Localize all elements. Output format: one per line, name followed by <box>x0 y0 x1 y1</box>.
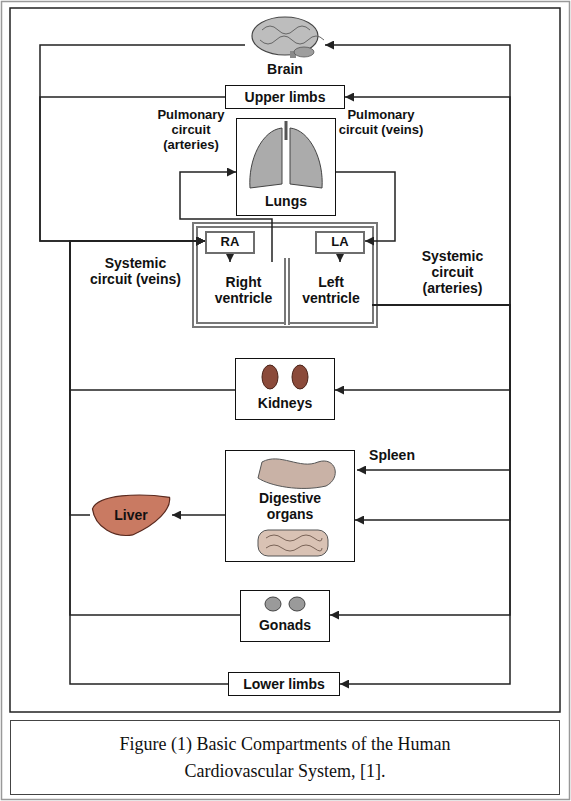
heart-atrium: LA <box>315 231 365 254</box>
flow-arrow <box>70 241 228 684</box>
node-text: LA <box>331 235 348 250</box>
stomach-picture <box>258 459 335 489</box>
intestine-fold <box>266 545 322 551</box>
caption-text: Figure (1) Basic Compartments of the Hum… <box>85 731 485 783</box>
lung-picture <box>250 128 282 188</box>
heart-septum <box>284 258 290 325</box>
flow-arrow <box>325 45 510 305</box>
cerebellum <box>294 47 314 57</box>
node-text: Kidneys <box>258 395 312 411</box>
node-text: Gonads <box>259 617 311 633</box>
flow-arrow <box>340 305 510 684</box>
node-text: Lower limbs <box>243 676 325 692</box>
gonad-picture <box>289 597 305 611</box>
flow-arrow <box>335 305 510 390</box>
flow-arrow <box>180 172 272 262</box>
label-holder: Systemic circuit (arteries) <box>405 248 500 296</box>
liver-picture <box>92 495 169 535</box>
lung-picture <box>290 128 322 188</box>
heart-ventricle: Right ventricle <box>202 262 285 318</box>
label-holder: Spleen <box>362 447 422 463</box>
caption-box: Figure (1) Basic Compartments of the Hum… <box>10 720 560 795</box>
node-text: Digestive organs <box>245 490 335 522</box>
flow-arrow <box>70 241 205 515</box>
organ-box: Lungs <box>236 118 336 216</box>
flow-arrow <box>229 254 231 262</box>
heart-ventricle: Left ventricle <box>290 262 373 318</box>
organ-box: Upper limbs <box>225 85 345 109</box>
intestine-fold <box>266 535 322 541</box>
node-text: Right ventricle <box>206 274 281 306</box>
circuit-label: Pulmonary circuit (veins) <box>338 108 424 138</box>
flow-arrow <box>40 45 245 241</box>
organ-figure: Brain <box>245 14 325 81</box>
gonad-picture <box>265 597 281 611</box>
organ-box: Kidneys <box>235 358 335 420</box>
circuit-label: Systemic circuit (arteries) <box>405 248 500 296</box>
flow-arrow <box>172 514 225 516</box>
node-text: Left ventricle <box>294 274 369 306</box>
figure-frame <box>10 8 560 712</box>
trachea <box>285 121 288 140</box>
spleen-arrow <box>357 469 510 471</box>
flow-arrow <box>70 241 235 390</box>
organ-box: Digestive organs <box>225 450 355 562</box>
flow-arrow <box>339 254 341 262</box>
flow-arrow <box>70 241 240 615</box>
organ-box: Gonads <box>240 590 330 642</box>
heart-septum-inner <box>286 258 288 325</box>
heart-outline <box>195 225 375 325</box>
circuit-label: Systemic circuit (veins) <box>88 255 183 287</box>
node-text: Brain <box>267 61 303 77</box>
organ-box: Lower limbs <box>228 672 340 696</box>
label-holder: Systemic circuit (veins) <box>88 255 183 287</box>
label-holder: Pulmonary circuit (veins) <box>338 108 424 138</box>
kidney-picture <box>292 365 308 389</box>
circuit-label: Pulmonary circuit (arteries) <box>148 108 234 153</box>
label-holder: Pulmonary circuit (arteries) <box>148 108 234 153</box>
node-text: Upper limbs <box>245 89 326 105</box>
circuit-label: Spleen <box>362 447 422 463</box>
heart-outline-inner <box>195 225 375 325</box>
kidney-picture <box>262 365 278 389</box>
brain-fold <box>260 36 324 44</box>
flow-arrow <box>330 305 510 615</box>
node-text: RA <box>221 235 240 250</box>
node-text: Liver <box>114 507 147 523</box>
intestine-picture <box>258 530 328 556</box>
heart-atrium: RA <box>205 231 255 254</box>
brain-fold <box>262 26 310 34</box>
liver-shape: Liver <box>90 492 172 538</box>
flow-arrow <box>355 305 510 520</box>
node-text: Lungs <box>265 193 307 209</box>
